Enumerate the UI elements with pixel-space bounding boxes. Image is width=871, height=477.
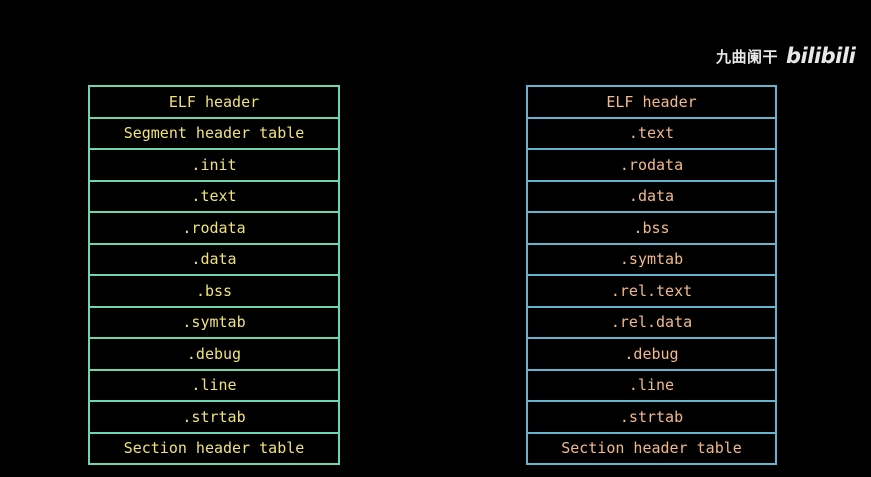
left-row-init: .init — [90, 150, 338, 182]
left-row-elf-header: ELF header — [90, 87, 338, 119]
right-row-elf-header: ELF header — [528, 87, 775, 119]
right-row-rel-data: .rel.data — [528, 308, 775, 339]
right-row-debug: .debug — [528, 339, 775, 371]
left-row-line: .line — [90, 371, 338, 402]
watermark: 九曲阑干 bilibili — [716, 44, 856, 68]
left-row-section-header-table: Section header table — [90, 434, 338, 465]
right-row-text: .text — [528, 119, 775, 150]
right-row-symtab: .symtab — [528, 245, 775, 276]
left-row-text: .text — [90, 182, 338, 213]
right-row-rodata: .rodata — [528, 150, 775, 182]
right-row-bss: .bss — [528, 213, 775, 245]
left-row-data: .data — [90, 245, 338, 276]
right-row-data: .data — [528, 182, 775, 213]
right-row-strtab: .strtab — [528, 402, 775, 434]
left-row-debug: .debug — [90, 339, 338, 371]
right-row-section-header-table: Section header table — [528, 434, 775, 465]
right-row-line: .line — [528, 371, 775, 402]
bilibili-logo: bilibili — [786, 44, 856, 68]
left-row-bss: .bss — [90, 276, 338, 308]
left-row-rodata: .rodata — [90, 213, 338, 245]
watermark-author: 九曲阑干 — [716, 47, 779, 66]
left-row-symtab: .symtab — [90, 308, 338, 339]
right-row-rel-text: .rel.text — [528, 276, 775, 308]
relocatable-object-file-table: ELF header.text.rodata.data.bss.symtab.r… — [526, 85, 777, 465]
left-row-segment-header-table: Segment header table — [90, 119, 338, 150]
left-row-strtab: .strtab — [90, 402, 338, 434]
